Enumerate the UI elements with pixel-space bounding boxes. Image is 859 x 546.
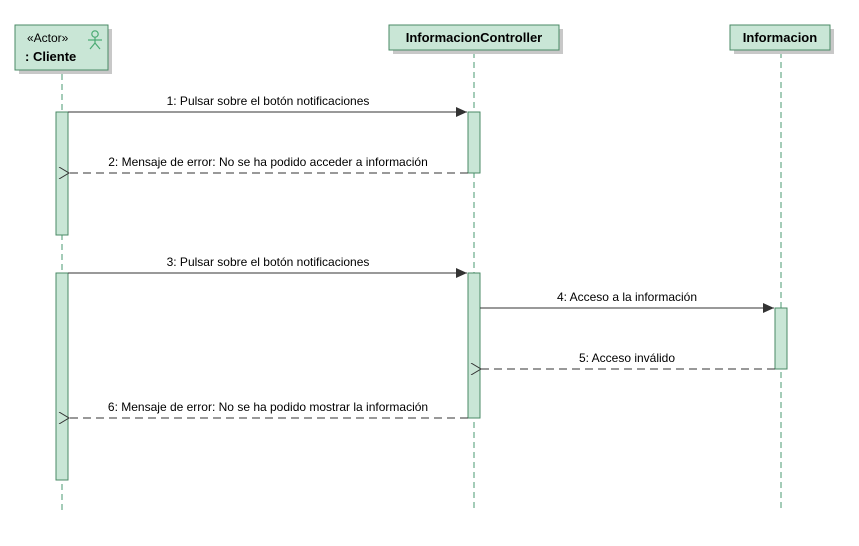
message-2[interactable]: 2: Mensaje de error: No se ha podido acc… — [69, 155, 468, 173]
participant-name: Informacion — [743, 30, 817, 45]
actor-stick-figure-icon — [88, 30, 102, 50]
participant-name: : Cliente — [25, 49, 76, 64]
participant-cliente[interactable]: «Actor» : Cliente — [14, 24, 112, 74]
message-label: 2: Mensaje de error: No se ha podido acc… — [108, 155, 428, 169]
message-3[interactable]: 3: Pulsar sobre el botón notificaciones — [68, 255, 467, 278]
message-label: 3: Pulsar sobre el botón notificaciones — [167, 255, 370, 269]
activation-bar — [55, 111, 69, 236]
participant-controller[interactable]: InformacionController — [388, 24, 563, 54]
activation-bar — [467, 272, 481, 419]
message-label: 1: Pulsar sobre el botón notificaciones — [167, 94, 370, 108]
message-1[interactable]: 1: Pulsar sobre el botón notificaciones — [68, 94, 467, 117]
message-4[interactable]: 4: Acceso a la información — [480, 290, 774, 313]
lifelines — [61, 52, 782, 512]
activation-bar — [55, 272, 69, 481]
participant-stereotype: «Actor» — [27, 31, 69, 45]
participant-informacion[interactable]: Informacion — [729, 24, 834, 54]
activation-bar — [774, 307, 788, 370]
message-5[interactable]: 5: Acceso inválido — [481, 351, 775, 369]
message-label: 6: Mensaje de error: No se ha podido mos… — [108, 400, 428, 414]
message-label: 4: Acceso a la información — [557, 290, 697, 304]
message-6[interactable]: 6: Mensaje de error: No se ha podido mos… — [69, 400, 468, 418]
participant-name: InformacionController — [406, 30, 543, 45]
message-label: 5: Acceso inválido — [579, 351, 675, 365]
activation-bar — [467, 111, 481, 174]
